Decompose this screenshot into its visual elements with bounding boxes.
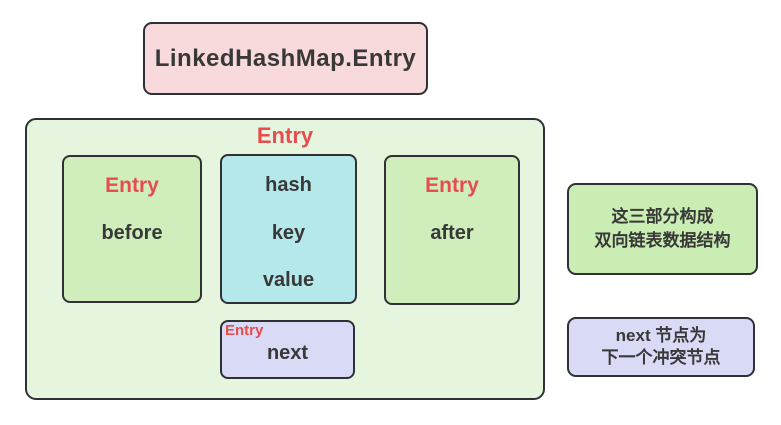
note-doubly-linked-list-line1: 这三部分构成 [611,207,714,226]
key-field-label: key [271,221,306,244]
note-next-conflict-node-line2: 下一个冲突节点 [601,348,721,367]
after-entry-title: Entry [425,174,479,197]
before-entry-title: Entry [105,174,159,197]
after-entry-box: Entry after [384,155,520,305]
value-field-label: value [262,269,315,291]
next-entry-title: Entry [225,322,264,339]
note-next-conflict-node-line1: next 节点为 [615,326,707,345]
next-entry-box: Entry next [220,320,355,379]
entry-container-box: Entry Entry before hash key value Entry … [25,118,545,400]
hash-field-label: hash [265,174,312,196]
before-entry-box: Entry before [62,155,202,303]
hash-key-value-box: hash key value [220,154,357,304]
after-field-label: after [430,222,474,244]
note-doubly-linked-list: 这三部分构成 双向链表数据结构 [567,183,758,275]
note-doubly-linked-list-line2: 双向链表数据结构 [594,231,731,250]
note-next-conflict-node: next 节点为 下一个冲突节点 [567,317,755,377]
entry-container-title: Entry [256,123,314,148]
before-field-label: before [101,222,163,244]
linkedhashmap-entry-title-label: LinkedHashMap.Entry [154,44,417,72]
linkedhashmap-entry-title-box: LinkedHashMap.Entry [143,22,428,95]
next-field-label: next [266,342,309,364]
